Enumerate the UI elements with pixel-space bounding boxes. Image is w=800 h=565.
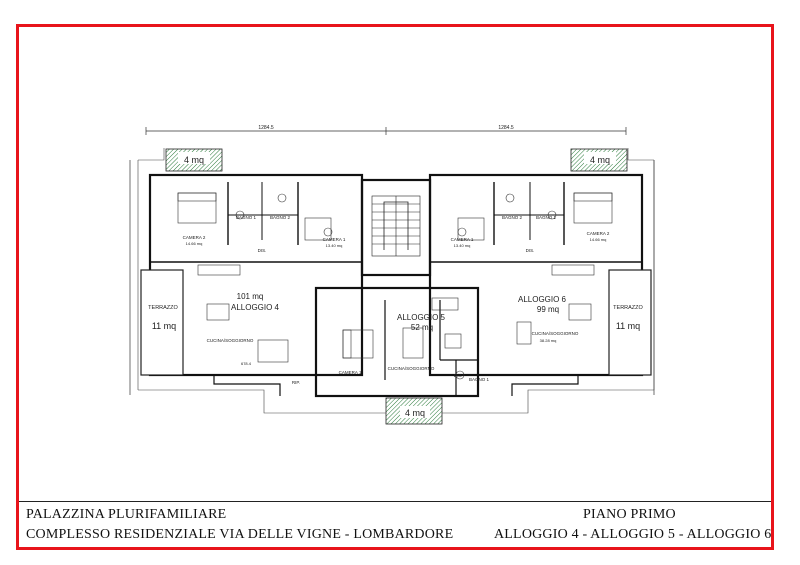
- room-dis-a5: DIS.: [454, 373, 463, 378]
- room-camera2-left: CAMERA 2: [183, 235, 206, 240]
- dimension-left-label: 1284.5: [258, 125, 274, 131]
- room-dis-left: DIS.: [258, 248, 267, 253]
- terrace-right-area: 11 mq: [616, 321, 640, 331]
- room-bagno1-right: BAGNO 1: [536, 215, 557, 220]
- room-camera1-right-area: 13.40 mq: [454, 243, 471, 248]
- balcony-top-right: [570, 148, 628, 172]
- room-bagno1-left: BAGNO 1: [236, 215, 257, 220]
- terrace-right: [608, 269, 652, 376]
- room-camera2-right: CAMERA 2: [587, 231, 610, 236]
- room-camera2-right-area: 14.66 mq: [590, 237, 607, 242]
- balcony-top-left: [165, 148, 223, 172]
- small-dimension: 678.4: [241, 361, 252, 366]
- room-rip: RIP.: [292, 380, 300, 385]
- room-camera1-a5: CAMERA 1: [339, 370, 362, 375]
- dimension-right-label: 1284.5: [498, 125, 514, 131]
- room-bagno1-a5: BAGNO 1: [469, 377, 490, 382]
- room-cucina-left: CUCINA/SOGGIORNO: [207, 338, 254, 343]
- title-block-floor: PIANO PRIMO: [583, 507, 676, 522]
- title-block-address: COMPLESSO RESIDENZIALE VIA DELLE VIGNE -…: [26, 527, 454, 542]
- furniture: [177, 192, 613, 380]
- title-block-units: ALLOGGIO 4 - ALLOGGIO 5 - ALLOGGIO 6: [494, 527, 772, 542]
- room-camera1-left: CAMERA 1: [323, 237, 346, 242]
- unit-a5-name: ALLOGGIO 5: [397, 313, 446, 322]
- room-bagno2-right: BAGNO 2: [502, 215, 523, 220]
- room-camera1-left-area: 13.40 mq: [326, 243, 343, 248]
- balcony-bottom: [385, 397, 443, 425]
- outer-contour: [137, 148, 655, 414]
- terrace-left-area: 11 mq: [152, 321, 176, 331]
- unit-a6-area: 99 mq: [537, 305, 559, 314]
- terrace-left-label: TERRAZZO: [148, 305, 178, 311]
- balcony-top-left-area: 4 mq: [184, 155, 204, 165]
- unit-a5-area: 52 mq: [411, 323, 433, 332]
- room-cucina-a5: CUCINA/SOGGIORNO: [388, 366, 435, 371]
- drawing-frame: [16, 24, 774, 550]
- title-block-divider: [19, 501, 771, 502]
- terrace-left: [140, 269, 184, 376]
- room-bagno2-left: BAGNO 2: [270, 215, 291, 220]
- room-camera2-left-area: 14.66 mq: [186, 241, 203, 246]
- balcony-bottom-area: 4 mq: [405, 408, 425, 418]
- title-block-project: PALAZZINA PLURIFAMILIARE: [26, 507, 227, 522]
- room-cucina-right: CUCINA/SOGGIORNO: [532, 331, 579, 336]
- terrace-right-label: TERRAZZO: [613, 305, 643, 311]
- unit-a6-name: ALLOGGIO 6: [518, 295, 567, 304]
- unit-a4-name: ALLOGGIO 4: [231, 303, 280, 312]
- room-camera1-right: CAMERA 1: [451, 237, 474, 242]
- stairs: [371, 195, 421, 257]
- unit-a4-area: 101 mq: [237, 292, 264, 301]
- balcony-top-right-area: 4 mq: [590, 155, 610, 165]
- room-dis-right: DIS.: [526, 248, 535, 253]
- room-cucina-right-area: 38.28 mq: [540, 338, 557, 343]
